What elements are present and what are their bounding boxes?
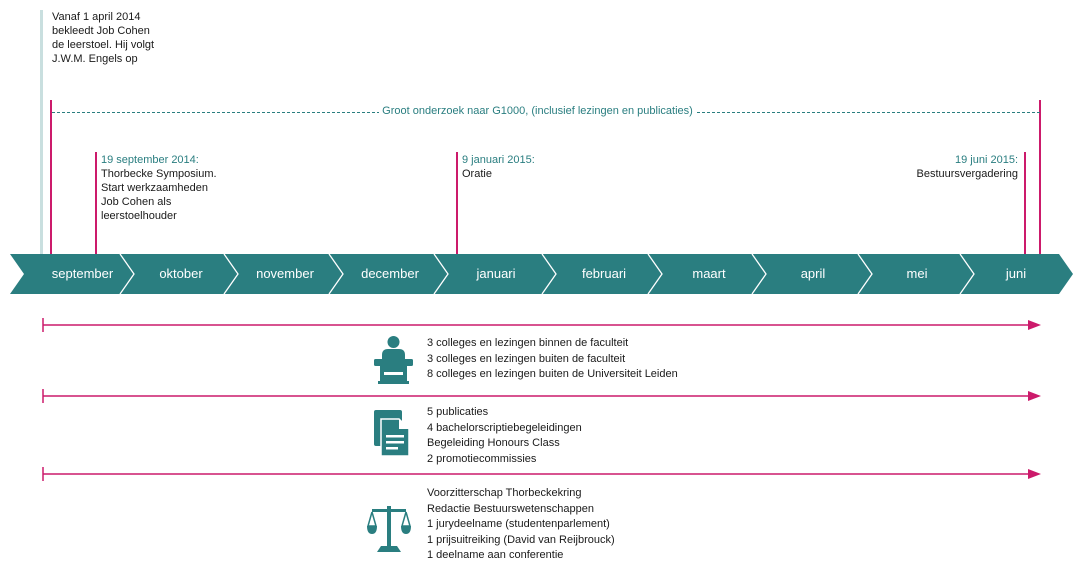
month-timeline: september oktober november december janu… <box>10 254 1073 294</box>
scales-icon <box>367 506 411 552</box>
period-end-marker <box>1039 100 1041 255</box>
list-item: Voorzitterschap Thorbeckekring <box>427 487 582 499</box>
document-icon <box>374 410 410 457</box>
list-item: 1 prijsuitreiking (David van Reijbrouck) <box>427 533 615 546</box>
period-start-marker <box>50 100 52 255</box>
lectern-icon <box>374 336 413 384</box>
activities-list: Voorzitterschap Thorbeckekring Redactie … <box>427 486 747 564</box>
intro-line: bekleedt Job Cohen <box>52 25 150 37</box>
timeline-ribbon <box>10 254 1073 294</box>
list-item: 5 publicaties <box>427 406 489 418</box>
event-marker-juni <box>1024 152 1026 255</box>
list-item: 3 colleges en lezingen binnen de faculte… <box>427 337 629 349</box>
event-line: Bestuursvergadering <box>916 168 1018 180</box>
research-banner-label: Groot onderzoek naar G1000, (inclusief l… <box>379 105 696 117</box>
event-line: Job Cohen als <box>101 196 172 208</box>
month-februari: februari <box>581 266 627 281</box>
month-mei: mei <box>906 266 928 281</box>
month-maart: maart <box>692 266 726 281</box>
publications-list: 5 publicaties 4 bachelorscriptiebegeleid… <box>427 405 747 467</box>
research-banner: Groot onderzoek naar G1000, (inclusief l… <box>0 105 1075 117</box>
duration-arrow <box>42 467 1041 481</box>
list-item: 1 jurydeelname (studentenparlement) <box>427 518 610 530</box>
list-item: Redactie Bestuurswetenschappen <box>427 502 594 515</box>
month-oktober: oktober <box>159 266 203 281</box>
intro-line: Vanaf 1 april 2014 <box>52 11 141 23</box>
list-item: 8 colleges en lezingen buiten de Univers… <box>427 368 678 380</box>
lectures-list: 3 colleges en lezingen binnen de faculte… <box>427 336 747 383</box>
month-januari: januari <box>476 266 516 281</box>
intro-line: J.W.M. Engels op <box>52 53 138 65</box>
duration-arrow <box>42 389 1041 403</box>
event-marker-januari <box>456 152 458 255</box>
event-line: Thorbecke Symposium. <box>101 168 217 180</box>
duration-arrow <box>42 318 1041 332</box>
event-line: Oratie <box>462 168 492 180</box>
intro-note: Vanaf 1 april 2014 bekleedt Job Cohen de… <box>52 10 192 66</box>
list-item: Begeleiding Honours Class <box>427 437 560 449</box>
month-september: september <box>51 266 114 281</box>
list-item: 4 bachelorscriptiebegeleidingen <box>427 421 582 434</box>
list-item: 2 promotiecommissies <box>427 452 537 465</box>
month-juni: juni <box>1005 266 1027 281</box>
intro-marker-bar <box>40 10 43 255</box>
list-item: 1 deelname aan conferentie <box>427 549 564 561</box>
list-item: 3 colleges en lezingen buiten de faculte… <box>427 352 626 365</box>
event-september: 19 september 2014: Thorbecke Symposium. … <box>101 153 271 223</box>
event-marker-september <box>95 152 97 255</box>
month-november: november <box>256 266 314 281</box>
event-date: 19 juni 2015: <box>955 154 1018 166</box>
event-januari: 9 januari 2015: Oratie <box>462 153 612 181</box>
intro-line: de leerstoel. Hij volgt <box>52 39 155 51</box>
event-line: leerstoelhouder <box>101 210 177 222</box>
event-date: 9 januari 2015: <box>462 154 535 166</box>
month-december: december <box>361 266 419 281</box>
month-april: april <box>800 266 826 281</box>
event-date: 19 september 2014: <box>101 154 199 166</box>
event-line: Start werkzaamheden <box>101 182 208 194</box>
event-juni: 19 juni 2015: Bestuursvergadering <box>850 153 1018 181</box>
